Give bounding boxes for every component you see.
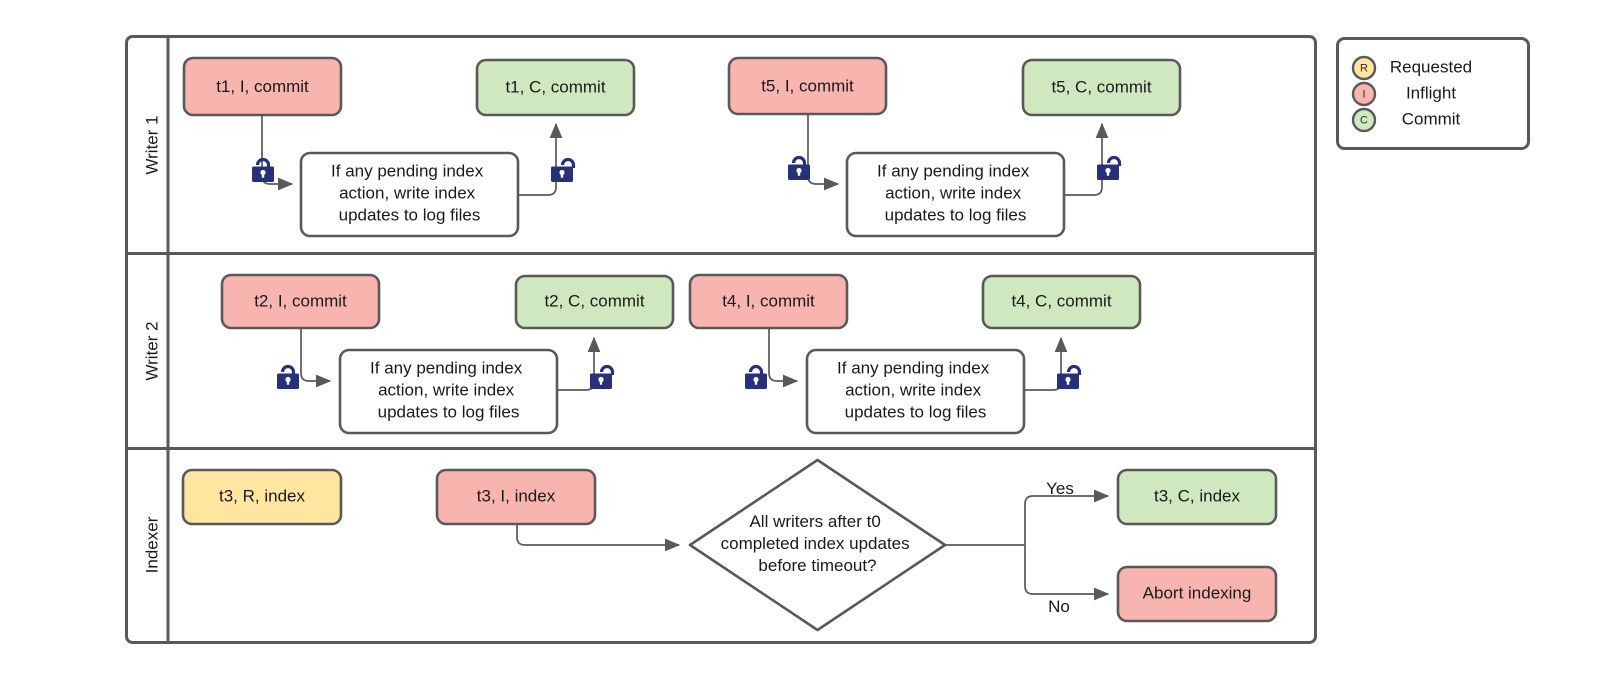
process-w1-t5[interactable] <box>845 151 1066 238</box>
node-w2-t4-inflight-label: t4, I, commit <box>722 291 815 310</box>
node-w1-t1-inflight[interactable] <box>182 56 343 117</box>
process-w1-t5-label: If any pending index action, write index… <box>877 162 1034 225</box>
edge-w1-process-to-t1c <box>518 122 563 196</box>
edge-w1-t5i-to-process <box>807 114 840 191</box>
edge-label-yes: Yes <box>1046 479 1074 498</box>
process-w1-t1[interactable] <box>299 151 520 238</box>
legend-item-commit: C Commit <box>1351 107 1461 133</box>
edge-w1-process-to-t5c <box>1064 122 1109 196</box>
edge-w2-process-to-t4c <box>1023 336 1068 391</box>
node-t3-commit-label: t3, C, index <box>1154 486 1240 505</box>
legend-swatch-commit <box>1351 107 1377 133</box>
node-w2-t2-inflight[interactable] <box>220 273 381 330</box>
node-w2-t4-commit-label: t4, C, commit <box>1011 291 1111 310</box>
node-w1-t1-inflight-label: t1, I, commit <box>216 77 309 96</box>
node-w2-t4-commit[interactable] <box>981 274 1142 330</box>
node-w1-t5-inflight[interactable] <box>727 56 888 116</box>
node-t3-commit[interactable] <box>1116 468 1278 526</box>
legend-item-inflight: I Inflight <box>1351 81 1456 107</box>
lock-open-icon <box>551 157 576 182</box>
node-w1-t1-commit[interactable] <box>475 58 636 117</box>
legend-glyph-i: I <box>1362 89 1365 101</box>
node-abort-indexing[interactable] <box>1116 565 1278 623</box>
legend-glyph-c: C <box>1360 115 1368 127</box>
lock-open-icon <box>1097 155 1122 180</box>
process-w2-t2-label: If any pending index action, write index… <box>370 359 527 422</box>
process-w2-t4[interactable] <box>805 348 1026 435</box>
node-w2-t4-inflight[interactable] <box>688 273 849 330</box>
node-w2-t2-commit-label: t2, C, commit <box>544 291 644 310</box>
lock-closed-icon <box>277 364 299 389</box>
lane-label-indexer: Indexer <box>142 516 161 573</box>
node-w1-t5-commit-label: t5, C, commit <box>1051 77 1151 96</box>
legend-label-inflight: Inflight <box>1406 83 1456 102</box>
lane-label-writer2: Writer 2 <box>142 321 161 380</box>
legend-swatch-inflight <box>1351 81 1377 107</box>
edge-t3i-to-decision <box>516 523 681 552</box>
edge-decision-no <box>1024 545 1110 601</box>
legend-label-commit: Commit <box>1402 109 1461 128</box>
node-t3-requested-label: t3, R, index <box>219 486 305 505</box>
node-t3-inflight[interactable] <box>435 468 597 526</box>
lock-open-icon <box>590 364 615 389</box>
lock-closed-icon <box>745 364 767 389</box>
node-w1-t5-commit[interactable] <box>1021 58 1182 117</box>
edge-w2-t4i-to-process <box>768 328 799 388</box>
lane-label-writer1: Writer 1 <box>142 115 161 174</box>
decision-label: All writers after t0 completed index upd… <box>721 512 915 575</box>
lock-closed-icon <box>252 157 274 182</box>
node-abort-indexing-label: Abort indexing <box>1143 583 1252 602</box>
edge-w2-process-to-t2c <box>557 336 601 391</box>
decision-all-writers-completed[interactable] <box>688 458 947 632</box>
legend-swatch-requested <box>1351 55 1377 81</box>
legend-label-requested: Requested <box>1390 57 1472 76</box>
edge-decision-yes <box>1024 489 1110 545</box>
node-t3-requested[interactable] <box>181 468 343 526</box>
edge-w2-t2i-to-process <box>300 328 332 388</box>
process-w1-t1-label: If any pending index action, write index… <box>331 162 488 225</box>
node-w1-t5-inflight-label: t5, I, commit <box>761 76 854 95</box>
node-w2-t2-commit[interactable] <box>514 274 675 330</box>
legend-glyph-r: R <box>1360 63 1368 75</box>
edge-label-no: No <box>1048 597 1070 616</box>
node-w1-t1-commit-label: t1, C, commit <box>505 77 605 96</box>
process-w2-t2[interactable] <box>338 348 559 435</box>
lock-closed-icon <box>788 155 810 180</box>
legend-panel <box>1336 37 1530 150</box>
legend-item-requested: R Requested <box>1351 55 1472 81</box>
node-w2-t2-inflight-label: t2, I, commit <box>254 291 347 310</box>
lock-open-icon <box>1057 364 1082 389</box>
node-t3-inflight-label: t3, I, index <box>477 486 556 505</box>
process-w2-t4-label: If any pending index action, write index… <box>837 359 994 422</box>
swimlane-frame <box>125 35 1317 644</box>
